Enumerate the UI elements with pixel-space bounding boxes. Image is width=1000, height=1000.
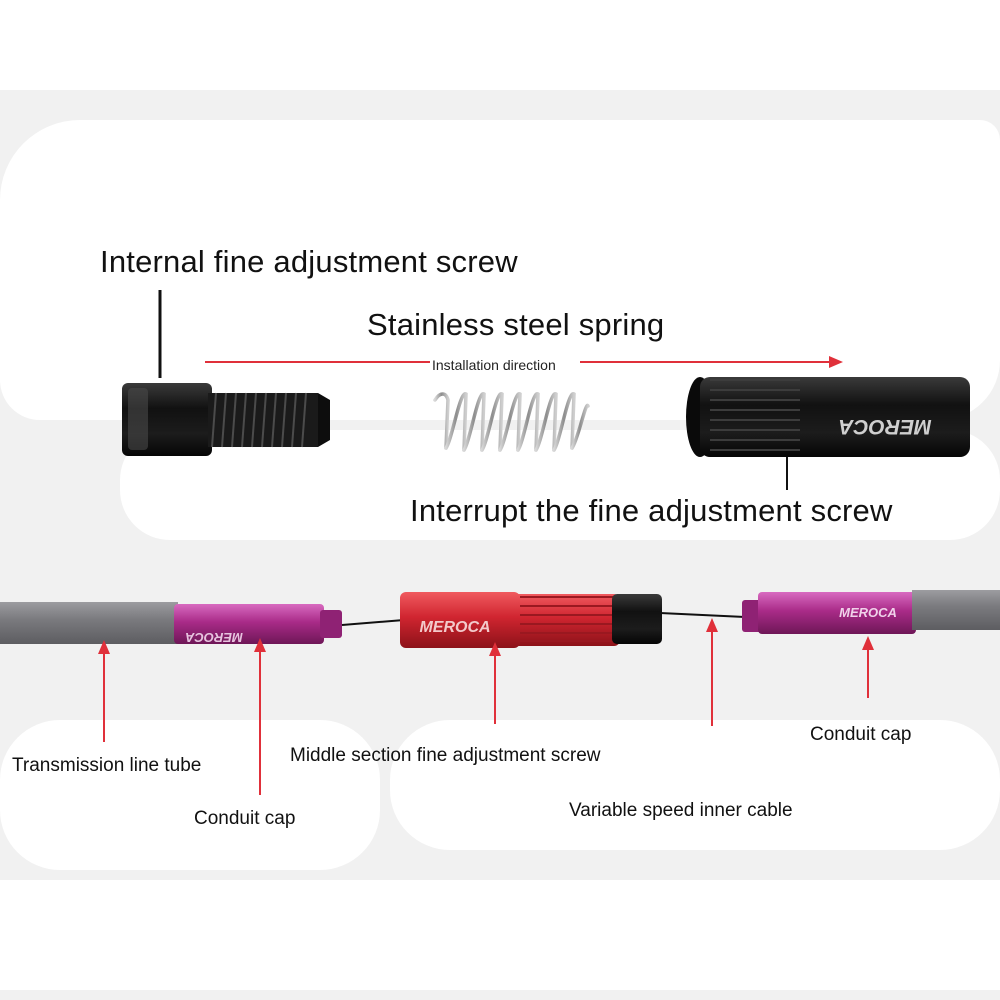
background-panel-top [0,0,1000,90]
background-panel-middle [0,120,1000,420]
label-transmission-line-tube: Transmission line tube [12,755,202,776]
logo-text-left-cap: MEROCA [185,630,243,645]
logo-text-red-adjuster: MEROCA [419,619,490,636]
internal-fine-adjustment-screw [122,383,330,456]
transmission-line-tube-right [912,590,1000,630]
logo-text-black-adjuster: MEROCA [838,415,931,438]
background-panel-footer [0,880,1000,990]
interrupt-fine-adjustment-screw: MEROCA [686,377,970,457]
background-panel-bottom-left [0,720,380,870]
conduit-cap-left: MEROCA [174,604,342,645]
conduit-cap-right: MEROCA [742,592,916,634]
label-internal-fine-adjustment-screw: Internal fine adjustment screw [100,244,518,279]
installation-direction-arrow [205,356,843,368]
middle-section-fine-adjustment-screw: MEROCA [400,592,662,648]
transmission-line-tube-left [0,602,178,644]
label-conduit-cap-right: Conduit cap [810,724,912,745]
label-installation-direction: Installation direction [432,357,556,373]
label-middle-section-fine-adjustment-screw: Middle section fine adjustment screw [290,745,601,766]
pointer-arrow-conduit-cap-left [254,638,266,795]
logo-text-right-cap: MEROCA [839,605,897,620]
label-stainless-steel-spring: Stainless steel spring [367,307,665,342]
pointer-arrow-conduit-cap-right [862,636,874,698]
label-variable-speed-inner-cable: Variable speed inner cable [569,800,793,821]
variable-speed-inner-cable-left [341,619,405,626]
background-panel-bottom-right [390,720,1000,850]
variable-speed-inner-cable-right [659,612,746,618]
pointer-arrow-middle-screw [489,642,501,724]
pointer-arrow-inner-cable [706,618,718,726]
stainless-steel-spring [433,392,590,452]
label-conduit-cap-left: Conduit cap [194,808,296,829]
label-interrupt-fine-adjustment-screw: Interrupt the fine adjustment screw [410,493,893,528]
pointer-arrow-transmission-tube [98,640,110,742]
